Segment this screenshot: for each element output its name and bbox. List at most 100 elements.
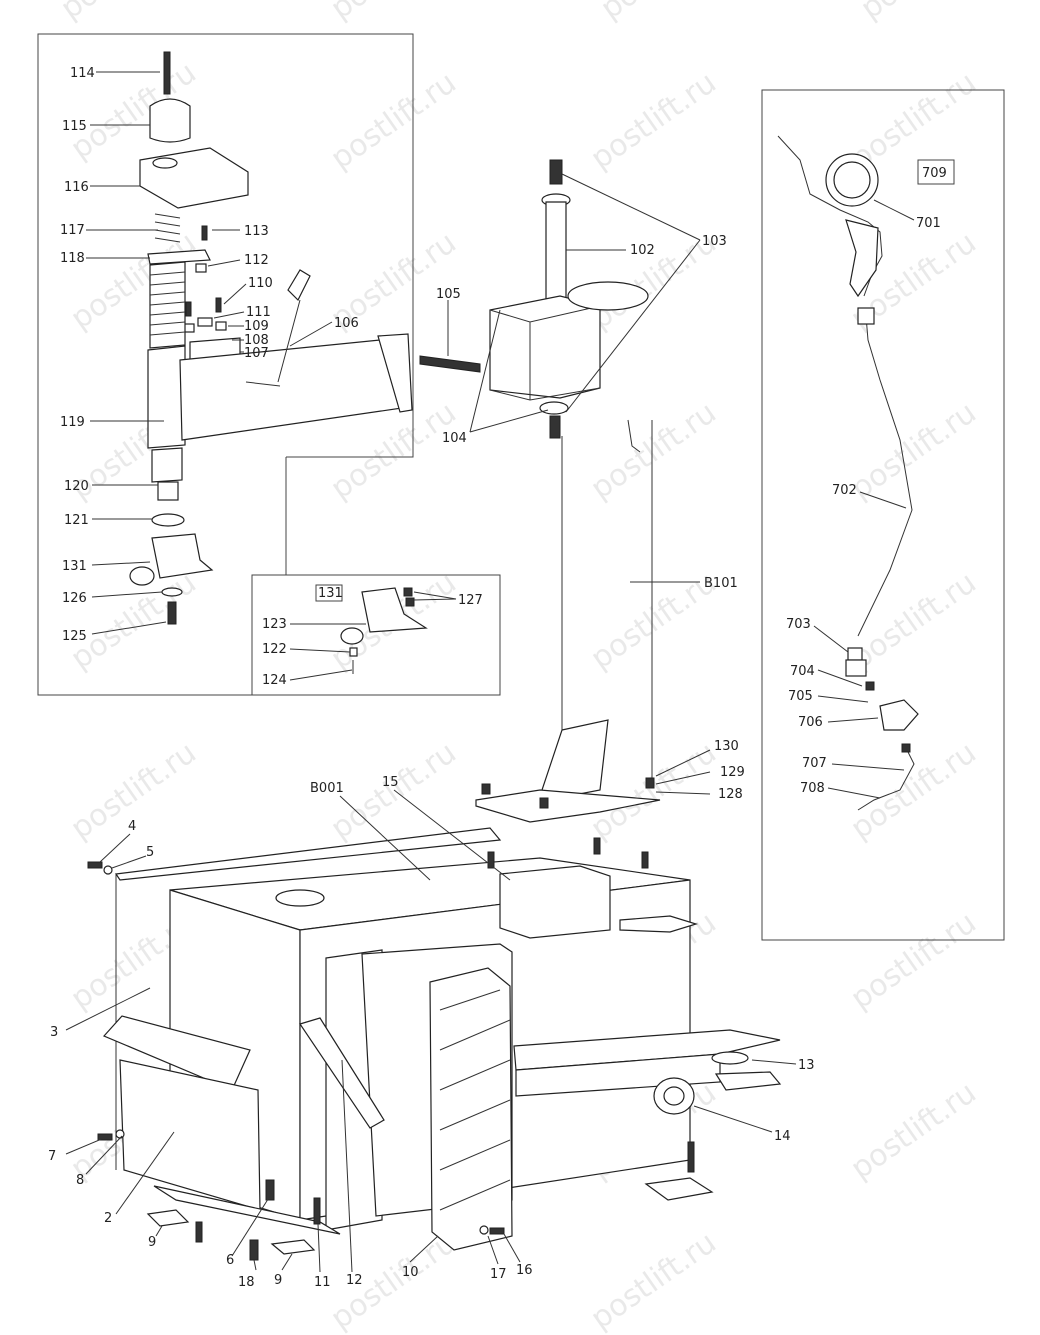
nut-112 [195,263,207,273]
washer-104 [539,401,569,415]
watermark: postlift.ru [585,1225,723,1335]
washer-17 [479,1225,489,1235]
fitting-704 [845,659,867,677]
box-15 [499,865,611,939]
washer-121 [151,513,185,527]
spring-117 [154,213,181,243]
tool-head-131 [151,533,214,579]
bolt-16 [489,1227,505,1235]
label-118: 118 [60,251,85,266]
hose-708 [857,747,915,811]
watermark: postlift.ru [325,735,463,846]
part-labels: 114 115 116 117 113 118 112 110 111 109 … [48,66,947,1290]
washer-5 [103,865,113,875]
label-9a: 9 [148,1235,156,1250]
label-117: 117 [60,223,85,238]
label-18: 18 [238,1275,255,1290]
cabinet-leaders [65,789,797,1273]
column-mount-parts [419,159,661,823]
tag-131: 131 [318,586,343,601]
label-16: 16 [516,1263,533,1278]
spring-13 [711,1051,749,1065]
inset-box-131 [251,574,501,696]
label-131: 131 [62,559,87,574]
screw-110 [215,297,222,313]
column-base [537,719,609,803]
label-706: 706 [798,715,823,730]
label-8: 8 [76,1173,84,1188]
label-12: 12 [346,1273,363,1288]
inflator-frame [761,89,1005,941]
bolt-114 [163,51,171,95]
bolt-104 [549,415,561,439]
label-119: 119 [60,415,85,430]
label-3: 3 [50,1025,58,1040]
label-102: 102 [630,243,655,258]
label-107: 107 [244,346,269,361]
label-2: 2 [104,1211,112,1226]
watermark: postlift.ru [325,0,463,27]
label-703: 703 [786,617,811,632]
coupler [857,307,875,325]
label-112: 112 [244,253,269,268]
label-704: 704 [790,664,815,679]
watermark: postlift.ru [845,735,983,846]
foot-9a [146,1209,190,1227]
label-114: 114 [70,66,95,81]
label-105: 105 [436,287,461,302]
label-7: 7 [48,1149,56,1164]
label-127: 127 [458,593,483,608]
label-702: 702 [832,483,857,498]
label-106: 106 [334,316,359,331]
label-116: 116 [64,180,89,195]
label-10: 10 [402,1265,419,1280]
label-129: 129 [720,765,745,780]
label-6: 6 [226,1253,234,1268]
head-assembly-parts [129,51,428,674]
panel-2 [102,1015,251,1091]
label-109: 109 [244,319,269,334]
label-701: 701 [916,216,941,231]
fitting-705 [865,681,875,691]
shaft-120 [151,447,183,483]
label-130: 130 [714,739,739,754]
bolt-103-top [549,159,563,185]
flange-118 [147,249,211,265]
inflator-leaders [813,199,915,799]
label-103: 103 [702,234,727,249]
label-120: 120 [64,479,89,494]
label-B001: B001 [310,781,344,796]
label-5: 5 [146,845,154,860]
pin-122 [349,647,358,657]
column-leaders [447,173,711,795]
label-115: 115 [62,119,87,134]
label-13: 13 [798,1058,815,1073]
bolt-125 [167,601,177,625]
label-124: 124 [262,673,287,688]
watermark: postlift.ru [845,905,983,1016]
label-122: 122 [262,642,287,657]
watermark: postlift.ru [845,1075,983,1186]
fitting-703 [847,647,863,661]
label-126: 126 [62,591,87,606]
watermark: postlift.ru [55,0,193,27]
base-plate [475,789,661,823]
label-104: 104 [442,431,467,446]
screw-111a [185,301,192,317]
watermark: postlift.ru [595,0,733,27]
inset-tool-head [361,587,428,633]
bolt-105 [419,355,481,373]
tag-709: 709 [922,166,947,181]
label-15: 15 [382,775,399,790]
shaft-102 [545,201,567,301]
label-110: 110 [248,276,273,291]
head-leaders [86,71,457,681]
bracket-116 [139,147,249,209]
label-11: 11 [314,1275,331,1290]
watermark: postlift.ru [855,0,993,27]
label-B101: B101 [704,576,738,591]
washer-126 [161,587,183,597]
base-rail [153,1185,341,1235]
label-705: 705 [788,689,813,704]
